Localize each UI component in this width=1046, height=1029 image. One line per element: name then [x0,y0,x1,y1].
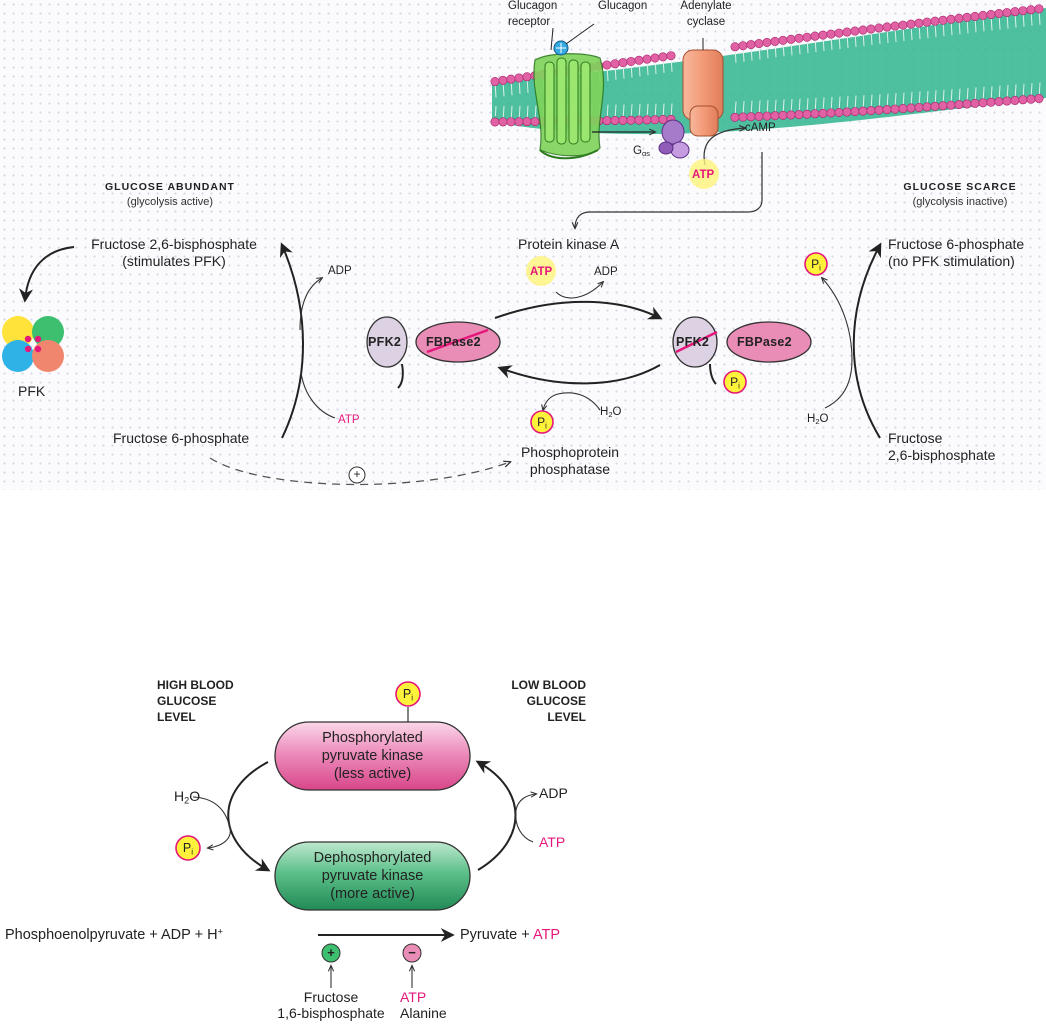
g-protein [658,119,690,159]
atp-membrane-label: ATP [692,169,715,181]
reaction-substrates: Phosphoenolpyruvate + ADP + H+ [5,925,224,943]
right-cycle-arrow [852,242,882,439]
adenylate-cyclase-protein [682,38,724,137]
phosphorylated-pk-shape [274,707,471,791]
pi-phosphatase-label: Pi [537,415,547,431]
camp-label: cAMP [745,122,776,134]
activation-plus: + [353,467,361,481]
dephosphorylated-pk-shape [274,841,471,911]
bifunctional-enzyme-right [672,316,812,385]
pi-right-label: Pi [811,257,821,273]
pfk2-left-label: PFK2 [368,335,402,349]
pfk-label: PFK [18,383,46,399]
glucose-scarce-heading: GLUCOSE SCARCE (glycolysis inactive) [903,181,1017,208]
h2o-right-label: H2O [807,413,829,427]
f26bp-left-label: Fructose 2,6-bisphosphate(stimulates PFK… [91,236,257,269]
activator-plus-sign: + [327,945,335,960]
atp-left-label: ATP [338,414,360,426]
glucagon-pointer [565,23,595,45]
adp-right-label: ADP [539,785,568,801]
fbpase2-right-label: FBPase2 [737,335,792,349]
protein-kinase-a-label: Protein kinase A [518,236,620,252]
glucose-abundant-heading: GLUCOSE ABUNDANT (glycolysis active) [105,181,235,208]
adp-pka-label: ADP [594,266,618,278]
pi-enzyme-label: Pi [730,375,740,391]
pi-top-label: Pi [402,687,414,703]
reaction-products: Pyruvate + ATP [460,927,561,943]
inhibitor-minus-sign: − [408,945,416,960]
pi-left-label: Pi [182,841,194,857]
bifunctional-enzyme-left [366,316,501,389]
atp-right-label: ATP [539,834,566,850]
pfk2-right-label: PFK2 [676,335,710,349]
h2o-center-label: H2O [600,406,622,420]
fbpase2-left-label: FBPase2 [426,335,481,349]
receptor-pointer [550,27,554,51]
atp-pka-label: ATP [530,266,553,278]
pfk-enzyme [2,316,64,372]
h2o-bottom-label: H2O [174,788,201,806]
g-alpha-s-label: Gαs [633,145,651,159]
adp-left-label: ADP [328,265,352,277]
f6p-right-label: Fructose 6-phosphate(no PFK stimulation) [888,236,1025,269]
glucagon-receptor-protein [533,53,605,160]
glucagon-label: Glucagon [598,0,648,12]
f6p-left-label: Fructose 6-phosphate [113,430,250,446]
left-cycle-arrow [279,242,304,439]
